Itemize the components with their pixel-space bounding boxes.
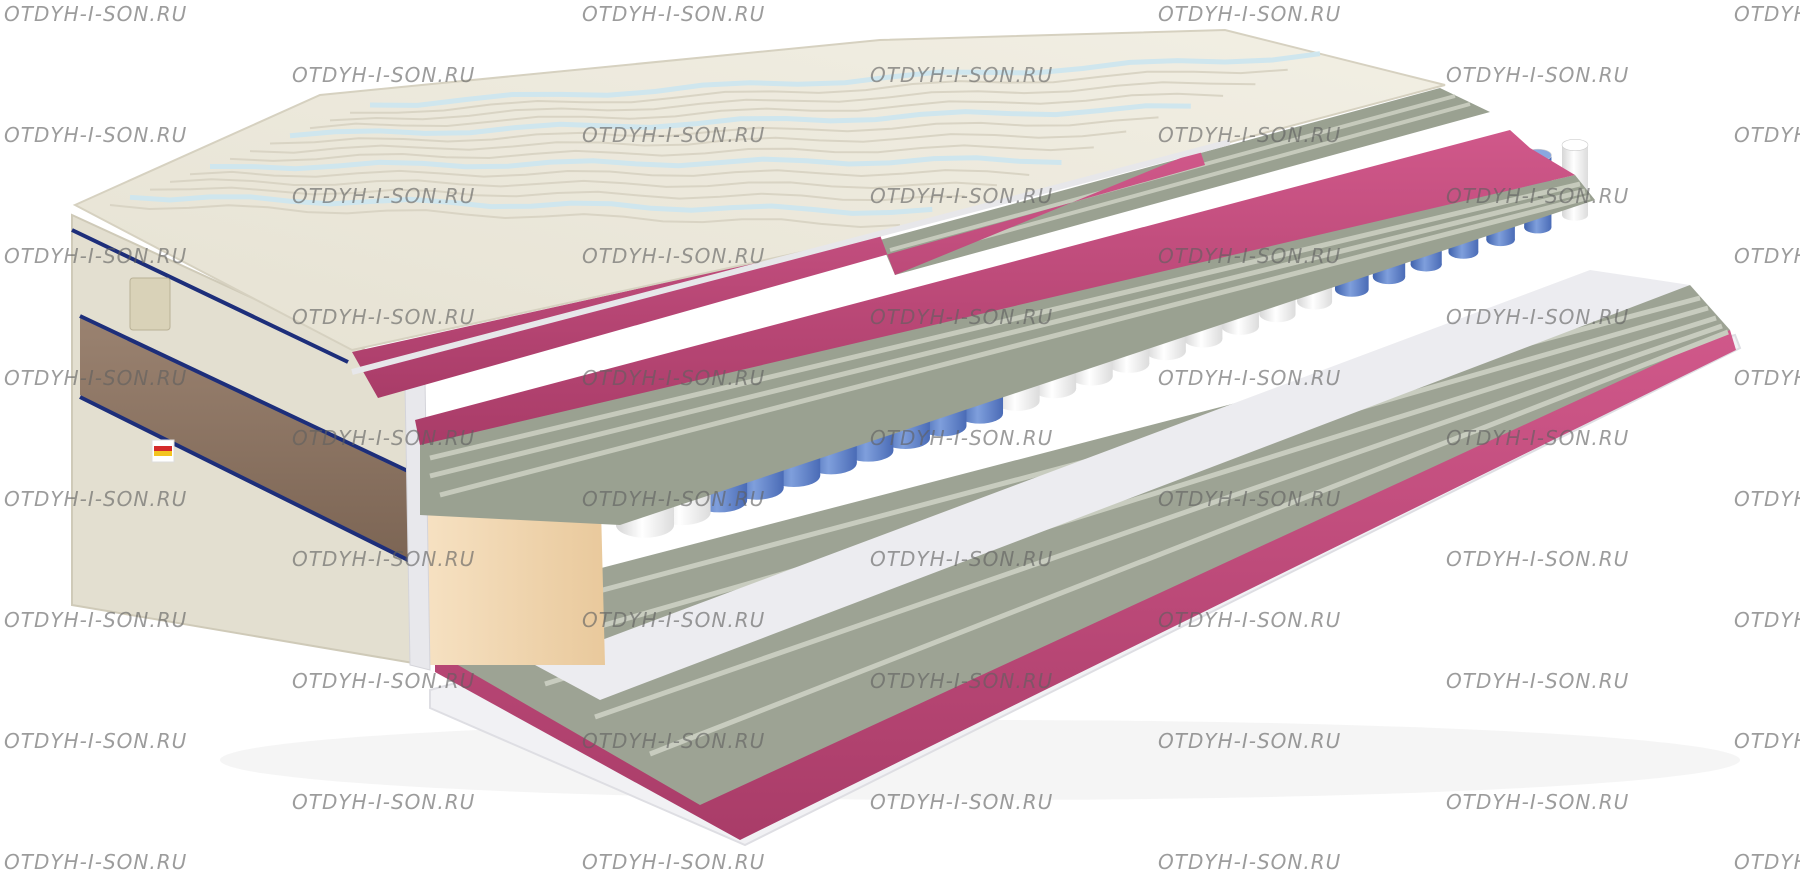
quilt-wave-line [249,130,1127,154]
spring-base [1410,257,1442,272]
quilt-wave-line [129,194,933,216]
middle-pink-foam [415,130,1575,445]
quilt-wave-line [369,51,1321,108]
left-side-panel [80,318,412,560]
spring-base [1259,306,1296,323]
spring-base [1183,330,1223,348]
middle-felt-stripes [429,181,1591,498]
spring-base [1562,209,1588,221]
spring-base [1297,294,1333,310]
spring-base [1221,318,1259,335]
spring-base [1524,221,1552,234]
quilt-wave-line [149,186,965,202]
quilt-wave-line [169,178,997,190]
flag-tag-yellow [154,451,172,456]
quilt-wave-line [189,169,1030,178]
blue-piping [71,228,413,564]
spring-cap [1561,138,1589,152]
spring-base [1145,342,1186,361]
quilt-waves [109,51,1321,229]
top-pink-foam [352,150,1205,398]
topper-seam [351,139,1231,375]
ground-shadow [220,720,1740,800]
quilt-wave-line [349,68,1288,114]
quilt-wave-line [289,103,1191,139]
quilt-wave-line [209,155,1062,172]
spring-lining [535,270,1690,700]
brand-label-tag [129,277,171,331]
quilt-wave-line [109,204,901,229]
spring-base [1448,245,1479,259]
spring-base [1372,269,1406,285]
quilt-wave-line [309,92,1224,130]
spring-base [1107,354,1150,373]
spring-base [1070,366,1113,386]
quilt-wave-line [269,116,1159,145]
quilt-wave-line [229,144,1094,162]
flag-tag-red [154,446,172,451]
spring-base [1486,233,1515,247]
quilt-wave-line [329,81,1256,122]
spring-base [1334,281,1369,297]
